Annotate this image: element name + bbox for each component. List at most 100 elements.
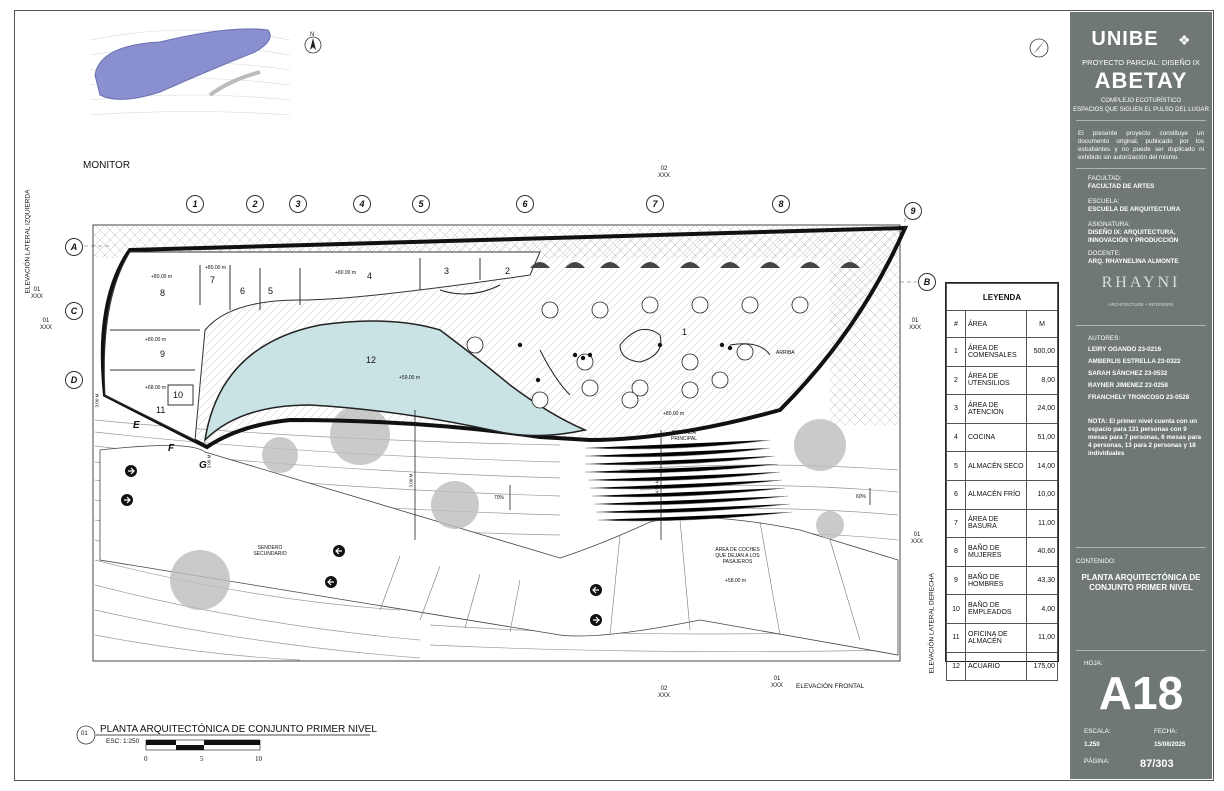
content-value: PLANTA ARQUITECTÓNICA DE CONJUNTO PRIMER… <box>1081 573 1201 592</box>
north-arrow-icon: N <box>304 32 322 54</box>
table-row: 5Almacén seco14,00 <box>946 451 1058 481</box>
content-label: CONTENIDO: <box>1076 558 1116 565</box>
level-marker: +80.00 m <box>663 411 684 417</box>
grid-row-a: A <box>65 238 83 256</box>
direction-arrow-icons <box>121 465 602 626</box>
north-arrow-icon <box>1029 38 1049 58</box>
dim-label: 4.50 M <box>654 479 660 494</box>
room-11: 11 <box>156 405 166 415</box>
authors-label: AUTORES: <box>1088 335 1121 342</box>
room-6: 6 <box>240 286 246 296</box>
room-1: 1 <box>682 327 688 337</box>
grid-row-e: E <box>133 420 140 431</box>
rhayni-brand-logo: RHAYNI <box>1101 274 1181 291</box>
school-label: ESCUELA: <box>1088 198 1120 205</box>
scale-label: ESC: 1:250 <box>106 738 140 745</box>
dim-label: 3.00 M <box>408 473 414 488</box>
legend-title: LEYENDA <box>946 283 1058 311</box>
table-row: 7Área de basura11,00 <box>946 508 1058 539</box>
author-item: AMBERLIS ESTRELLA 23-0322 <box>1088 358 1181 365</box>
teacher-value: ARQ. RHAYNELINA ALMONTE <box>1088 258 1179 265</box>
teacher-label: DOCENTE: <box>1088 250 1121 257</box>
level-marker: +80.00 m <box>335 270 356 276</box>
room-12: 12 <box>366 355 377 365</box>
legend-table: LEYENDA # ÁREA M 1Área de comensales500,… <box>945 282 1059 682</box>
room-5: 5 <box>268 286 274 296</box>
disclaimer-text: El presente proyecto constituye un docum… <box>1078 130 1204 161</box>
page-label: PÁGINA: <box>1084 758 1110 765</box>
legend-header-num: # <box>946 310 966 338</box>
room-3: 3 <box>444 266 450 276</box>
grid-row-f: F <box>168 443 175 454</box>
grid-col-5: 5 <box>412 195 430 213</box>
table-row: 3Área de atención24,00 <box>946 394 1058 424</box>
room-10: 10 <box>173 390 184 400</box>
date-label: FECHA: <box>1154 728 1178 735</box>
grid-col-2: 2 <box>246 195 264 213</box>
project-subtitle: COMPLEJO ECOTURÍSTICO <box>1100 98 1181 104</box>
drop-off-area-label: ÁREA DE COCHES QUE DEJAN A LOS PASAJEROS <box>715 547 760 565</box>
table-row: 2Área de utensilios8,00 <box>946 365 1058 396</box>
plan-drawing: N <box>76 18 1049 751</box>
grid-col-6: 6 <box>516 195 534 213</box>
date-value: 15/08/2025 <box>1154 741 1186 748</box>
table-row: 11Oficina de almacén11,00 <box>946 622 1058 653</box>
scale-tick: 0 <box>144 755 148 763</box>
view-title: PLANTA ARQUITECTÓNICA DE CONJUNTO PRIMER… <box>100 724 377 735</box>
table-row: 4Cocina51,00 <box>946 422 1058 453</box>
scale-field-value: 1.250 <box>1084 741 1100 748</box>
author-item: FRANCHELY TRONCOSO 23-0528 <box>1088 394 1190 401</box>
unibe-logo-icon: ❖ <box>1178 32 1191 48</box>
legend-header-m: M <box>1026 310 1058 338</box>
grid-col-7: 7 <box>646 195 664 213</box>
table-row: 9Baño de hombres43,30 <box>946 565 1058 596</box>
subject-label: ASIGNATURA: <box>1088 221 1131 228</box>
slope-label: 60% <box>856 494 867 500</box>
legend-header-area: ÁREA <box>965 310 1027 338</box>
room-9: 9 <box>160 349 166 359</box>
table-row: 1Área de comensales500,00 <box>946 337 1058 367</box>
level-marker: +80.00 m <box>145 337 166 343</box>
dim-label: 3.00 M <box>94 393 100 408</box>
project-tagline: ESPACIOS QUE SIGUEN EL PULSO DEL LUGAR <box>1073 107 1209 113</box>
planter-row <box>530 262 860 268</box>
svg-text:N: N <box>310 32 314 38</box>
project-line: PROYECTO PARCIAL: DISEÑO IX <box>1082 58 1200 67</box>
faculty-value: FACULTAD DE ARTES <box>1088 183 1155 190</box>
scale-field-label: ESCALA: <box>1084 728 1111 735</box>
grid-row-b: B <box>918 273 936 291</box>
entrance-stairs <box>584 439 793 522</box>
level-marker: +80.00 m <box>151 274 172 280</box>
elevation-right-label: ELEVACIÓN LATERAL DERECHA <box>928 573 936 674</box>
author-item: RAYNER JIMENEZ 23-0258 <box>1088 382 1168 389</box>
author-item: LEIRY OGANDO 23-0216 <box>1088 346 1162 353</box>
table-row: 6Almacén frío10,00 <box>946 479 1058 510</box>
elevation-front-label: ELEVACIÓN FRONTAL <box>796 683 865 690</box>
level-marker: +59.00 m <box>399 375 420 381</box>
sheet-number: A18 <box>1098 667 1184 719</box>
grid-col-4: 4 <box>353 195 371 213</box>
table-row: 10Baño de empleados4,00 <box>946 594 1058 624</box>
table-row: 12Acuario175,00 <box>946 651 1058 682</box>
key-site-plan <box>89 18 291 128</box>
grid-col-9: 9 <box>904 202 922 220</box>
grid-row-g: G <box>199 460 207 471</box>
scale-tick: 10 <box>255 755 262 763</box>
level-marker: +80.00 m <box>205 265 226 271</box>
sheet-label: HOJA: <box>1084 660 1103 667</box>
faculty-label: FACULTAD: <box>1088 175 1122 182</box>
level-marker: +68.00 m <box>145 385 166 391</box>
aquarium <box>203 320 588 443</box>
capacity-note: NOTA: El primer nivel cuenta con un espa… <box>1088 418 1202 457</box>
stairs-up-label: ARRIBA <box>776 350 795 356</box>
room-7: 7 <box>210 275 216 285</box>
monitor-label: MONITOR <box>83 160 131 171</box>
chair-icons <box>517 342 733 383</box>
